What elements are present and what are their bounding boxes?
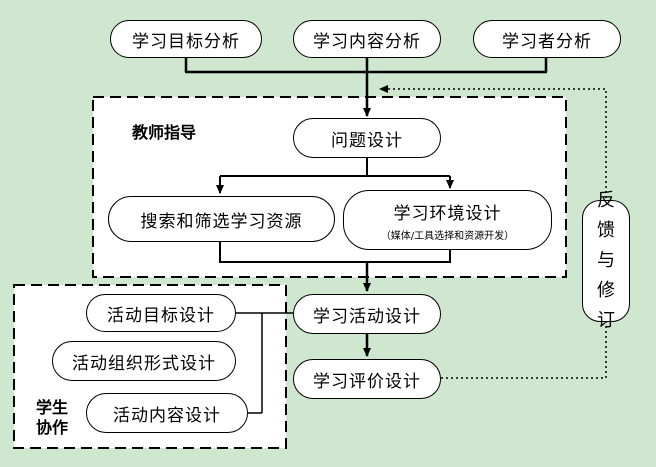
activity-design-node: 学习活动设计 bbox=[293, 294, 441, 334]
activity-form-design-node: 活动组织形式设计 bbox=[52, 341, 236, 381]
problem-design-text: 问题设计 bbox=[331, 130, 403, 151]
learner-analysis-text: 学习者分析 bbox=[502, 31, 592, 52]
learning-content-analysis-text: 学习内容分析 bbox=[313, 31, 421, 52]
feedback-char-2: 馈 bbox=[597, 220, 615, 241]
feedback-char-5: 订 bbox=[597, 310, 615, 331]
learning-content-analysis-node: 学习内容分析 bbox=[293, 20, 441, 58]
student-collab-label: 学生 协作 bbox=[36, 398, 68, 438]
learning-goal-analysis-node: 学习目标分析 bbox=[110, 20, 262, 58]
activity-content-design-text: 活动内容设计 bbox=[113, 405, 221, 426]
feedback-char-4: 修 bbox=[597, 280, 615, 301]
environment-design-text: 学习环境设计 bbox=[393, 203, 502, 224]
student-collab-label-line2: 协作 bbox=[36, 418, 69, 437]
student-collab-label-line1: 学生 bbox=[36, 398, 69, 417]
evaluation-design-node: 学习评价设计 bbox=[293, 359, 441, 399]
activity-form-design-text: 活动组织形式设计 bbox=[72, 353, 216, 374]
feedback-char-1: 反 bbox=[597, 190, 615, 211]
search-resources-text: 搜索和筛选学习资源 bbox=[140, 211, 303, 232]
activity-content-design-node: 活动内容设计 bbox=[86, 393, 248, 433]
activity-design-text: 学习活动设计 bbox=[313, 306, 421, 327]
teacher-guidance-label: 教师指导 bbox=[132, 123, 197, 142]
feedback-revision-node: 反 馈 与 修 订 bbox=[582, 190, 630, 331]
activity-goal-design-node: 活动目标设计 bbox=[86, 294, 236, 332]
evaluation-design-text: 学习评价设计 bbox=[313, 371, 421, 392]
feedback-loop bbox=[379, 85, 607, 379]
environment-design-subtext: （媒体/工具选择和资源开发） bbox=[380, 230, 515, 242]
environment-design-node: 学习环境设计 （媒体/工具选择和资源开发） bbox=[343, 190, 552, 250]
search-resources-node: 搜索和筛选学习资源 bbox=[108, 196, 335, 242]
activity-goal-design-text: 活动目标设计 bbox=[107, 305, 215, 326]
problem-design-node: 问题设计 bbox=[293, 118, 441, 158]
learning-goal-analysis-text: 学习目标分析 bbox=[132, 31, 240, 52]
learner-analysis-node: 学习者分析 bbox=[473, 20, 621, 58]
feedback-char-3: 与 bbox=[597, 250, 615, 271]
